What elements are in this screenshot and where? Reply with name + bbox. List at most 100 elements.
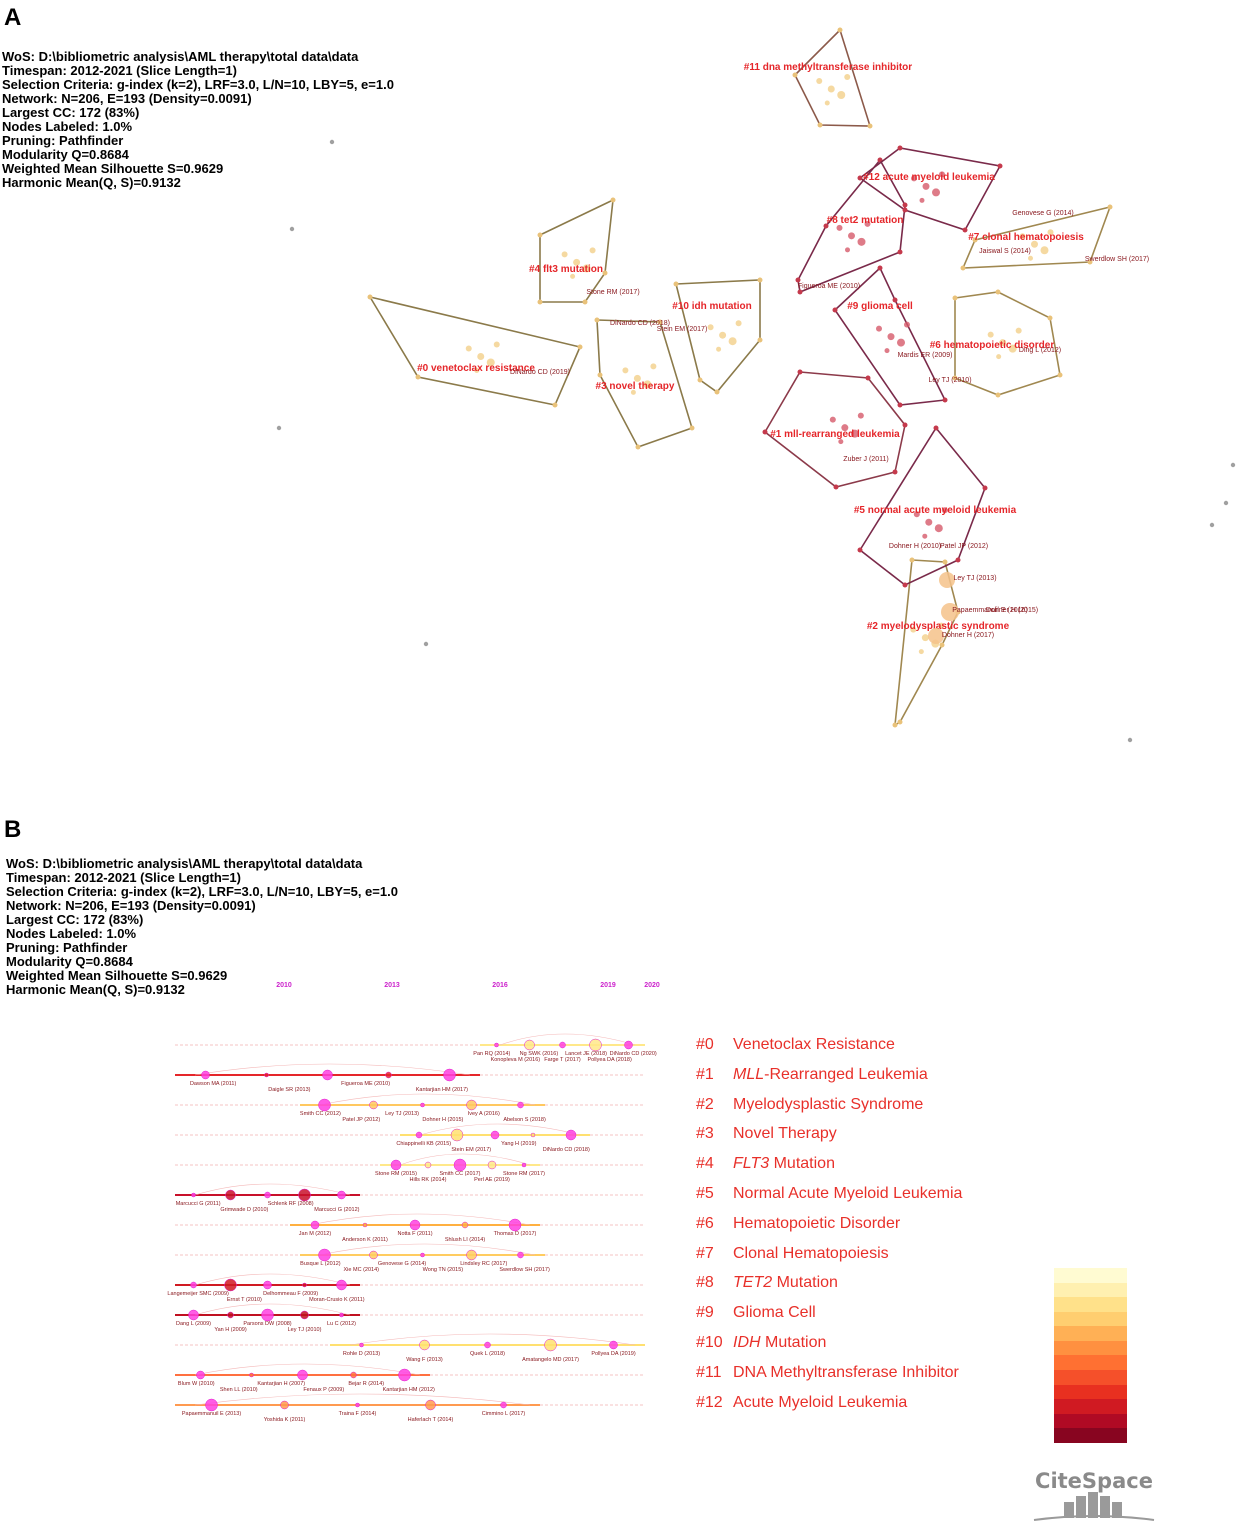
timeline-node	[300, 1310, 309, 1320]
timeline-node	[521, 1162, 527, 1168]
timeline-label: Moran-Crusio K (2011)	[309, 1297, 365, 1303]
cluster-node	[633, 374, 641, 382]
cluster-label: #4 flt3 mutation	[529, 264, 603, 275]
cluster-node	[892, 297, 898, 303]
timeline-label: Stone RM (2017)	[503, 1171, 545, 1177]
cluster-node	[552, 402, 558, 408]
panel-b-letter: B	[4, 816, 22, 843]
timeline-label: Konopleva M (2016)	[491, 1057, 541, 1063]
cluster-hull	[674, 279, 761, 394]
cluster-node	[897, 719, 903, 725]
timeline-label: Bejar R (2014)	[348, 1381, 384, 1387]
node-label: DiNardo CD (2018)	[610, 320, 670, 327]
timeline-arc	[194, 1183, 351, 1196]
timeline-label: Thomas D (2017)	[494, 1231, 537, 1237]
timeline-label: Papaemmanuil E (2013)	[182, 1411, 241, 1417]
cluster-node	[857, 547, 863, 553]
legend-label: Novel Therapy	[733, 1125, 837, 1143]
cluster-node	[1047, 229, 1054, 236]
panel-a-info-line: WoS: D:\bibliometric analysis\AML therap…	[2, 49, 359, 64]
cluster-node	[594, 317, 600, 323]
node-label: Mardis ER (2009)	[898, 352, 953, 359]
timeline-node	[487, 1160, 497, 1170]
node-label: DiNardo CD (2019)	[510, 369, 570, 376]
colorbar-swatch	[1054, 1355, 1127, 1371]
legend-number: #0	[696, 1036, 714, 1053]
colorbar-swatch	[1054, 1384, 1127, 1400]
timeline-node	[322, 1069, 333, 1081]
cluster-node	[689, 425, 695, 431]
timeline-label: Yoshida K (2011)	[264, 1417, 306, 1423]
timeline-label: DiNardo CD (2018)	[543, 1147, 590, 1153]
timeline-node	[337, 1190, 346, 1200]
cluster-label: #8 tet2 mutation	[827, 215, 904, 226]
cluster-node	[913, 511, 920, 518]
colorbar-swatch	[1054, 1326, 1127, 1341]
timeline-label: Notta F (2011)	[397, 1231, 432, 1237]
cluster-node	[837, 27, 843, 33]
node-label: Stone RM (2017)	[586, 289, 639, 296]
timeline-node	[336, 1279, 347, 1291]
colorbar-swatch	[1054, 1413, 1127, 1429]
timeline-node	[500, 1401, 507, 1409]
cluster-node	[960, 265, 966, 271]
cluster-node	[865, 375, 871, 381]
cluster-hull	[858, 426, 986, 586]
cluster-node	[1057, 372, 1063, 378]
node-label: Genovese G (2014)	[1012, 210, 1073, 217]
timeline-label: Fenaux P (2009)	[303, 1387, 344, 1393]
timeline-node	[310, 1220, 320, 1230]
cluster-node	[537, 232, 543, 238]
timeline-label: Anderson K (2011)	[342, 1237, 388, 1243]
timeline-label: Lancet JE (2018)	[565, 1051, 607, 1057]
node-label: Papaemmanuil E (2016)	[952, 607, 1028, 614]
cluster-node	[602, 270, 608, 276]
cluster-label: #9 glioma cell	[847, 301, 913, 312]
citespace-logo: CiteSpace	[1033, 1469, 1155, 1521]
cluster-node	[1087, 259, 1093, 265]
legend-number: #10	[696, 1333, 723, 1351]
cluster-label: #0 venetoclax resistance	[417, 363, 535, 374]
cluster-node	[962, 227, 968, 233]
timeline-label: Kantarjian HM (2017)	[416, 1087, 468, 1093]
panel-b-info-line: Largest CC: 172 (83%)	[6, 912, 144, 927]
timeline-label: Perl AE (2019)	[474, 1177, 510, 1183]
legend-label: DNA Methyltransferase Inhibitor	[733, 1363, 959, 1381]
cluster-node	[857, 237, 866, 246]
cluster-node	[918, 649, 924, 655]
timeline-label: Parsons DW (2008)	[243, 1321, 291, 1327]
timeline-node	[385, 1071, 392, 1079]
timeline-label: Grimwade D (2010)	[220, 1207, 268, 1213]
cluster-node	[829, 416, 836, 423]
timeline-label: Figueroa ME (2010)	[341, 1081, 390, 1087]
timeline-node	[420, 1252, 425, 1258]
cluster-node	[997, 163, 1003, 169]
timeline-node	[589, 1038, 602, 1052]
timeline-label: Abelson S (2018)	[503, 1117, 546, 1123]
cluster-node	[650, 363, 657, 370]
timeline-arc	[194, 1363, 421, 1376]
timeline-node	[191, 1192, 196, 1198]
cluster-node	[728, 337, 737, 346]
cluster-node	[942, 397, 948, 403]
legend-label: Myelodysplastic Syndrome	[733, 1095, 924, 1113]
cluster-node	[630, 389, 636, 395]
cluster-node	[597, 372, 603, 378]
cluster-node	[902, 582, 908, 588]
isolated-node	[1230, 462, 1236, 468]
timeline-node	[466, 1099, 477, 1111]
cluster-node	[833, 484, 839, 490]
timeline-label: Stein EM (2017)	[451, 1147, 491, 1153]
cluster-node	[486, 358, 495, 367]
cluster-node	[952, 295, 958, 301]
timeline-node	[461, 1221, 469, 1229]
legend-label: Acute Myeloid Leukemia	[733, 1393, 908, 1411]
cluster-label: #2 myelodysplastic syndrome	[867, 621, 1010, 632]
panel-b-info-line: Weighted Mean Silhouette S=0.9629	[6, 968, 228, 983]
cluster-node	[635, 444, 641, 450]
